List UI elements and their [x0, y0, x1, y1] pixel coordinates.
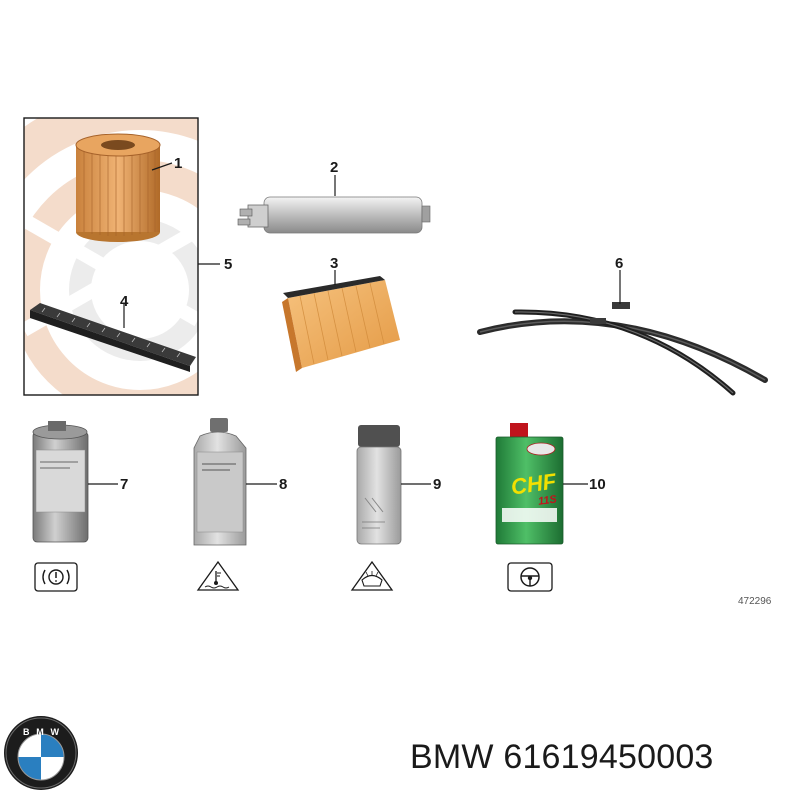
callout-4: 4 [120, 293, 129, 310]
oil-filter [75, 133, 161, 242]
coolant-bottle [193, 418, 247, 546]
callout-1: 1 [174, 155, 182, 172]
callout-2: 2 [330, 159, 338, 176]
washer-fluid-bottle [356, 425, 402, 545]
callout-8: 8 [279, 476, 287, 493]
wiper-blades [477, 302, 768, 396]
brake-fluid-can [32, 421, 89, 543]
windshield-washer-icon [350, 560, 394, 591]
callout-9: 9 [433, 476, 441, 493]
power-steering-fluid-can: CHF 11S [495, 423, 564, 545]
callout-7: 7 [120, 476, 128, 493]
callout-6: 6 [615, 255, 623, 272]
bmw-logo-letters: BMW [23, 727, 60, 737]
air-filter [282, 276, 400, 372]
bmw-logo: BMW [4, 716, 78, 790]
brand-part-number: BMW 61619450003 [410, 738, 714, 776]
callout-10: 10 [589, 476, 606, 493]
catalog-number: 472296 [738, 596, 772, 607]
coolant-temperature-icon [196, 560, 240, 591]
cabin-filter [30, 303, 196, 372]
callout-5: 5 [224, 256, 232, 273]
fuel-filter [237, 196, 431, 234]
chf-sub-label: 11S [537, 493, 558, 508]
steering-wheel-icon [507, 562, 553, 592]
leader-lines [88, 162, 621, 485]
callout-3: 3 [330, 255, 338, 272]
brake-warning-icon [34, 562, 78, 592]
callout-numbers: 1 2 3 4 5 6 7 8 9 10 [120, 155, 623, 493]
